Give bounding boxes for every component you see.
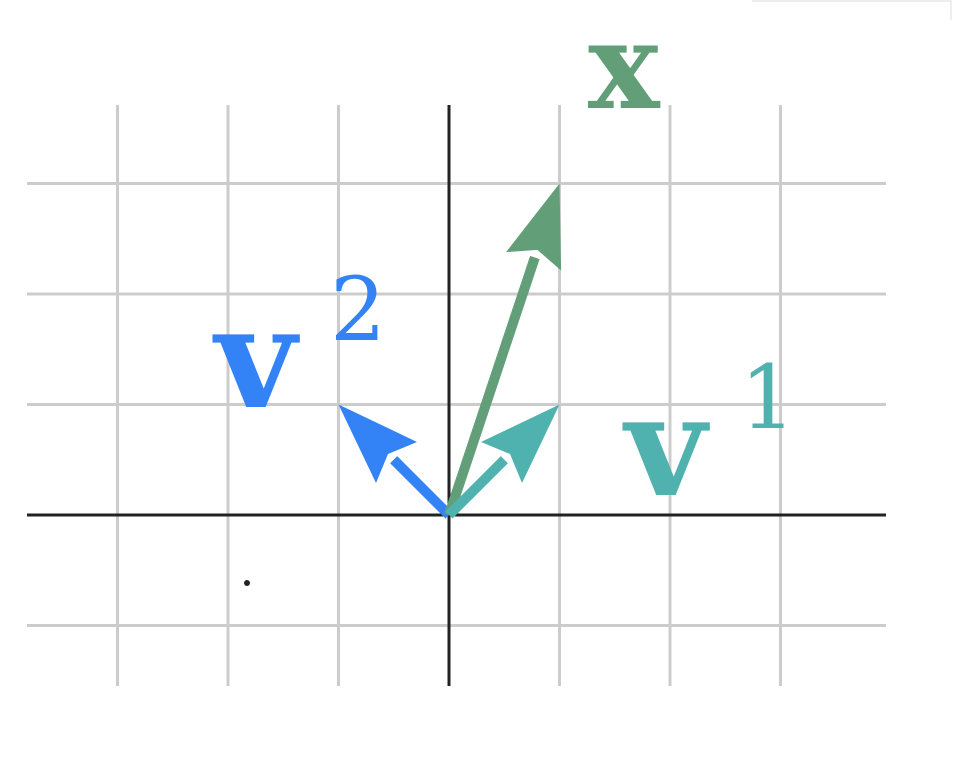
vector-v2-shaft	[390, 456, 453, 519]
corner-frame	[752, 0, 952, 20]
vector-label-v1-main: v	[622, 365, 710, 529]
vector-v1-arrowhead	[481, 404, 560, 483]
vector-label-v2: v	[212, 277, 300, 441]
vector-x-shaft	[444, 255, 540, 517]
vector-label-v2-main: v	[212, 277, 300, 441]
vector-v1-shaft	[445, 456, 508, 519]
stray-dot	[244, 580, 250, 586]
vector-label-v1-superscript: 1	[740, 346, 796, 449]
vector-v1	[445, 404, 560, 519]
vector-label-x: x	[588, 0, 661, 137]
vector-v2	[338, 404, 453, 519]
vector-x	[444, 183, 562, 517]
axes	[27, 105, 886, 686]
vector-label-v1: v	[622, 365, 710, 529]
vector-x-arrowhead	[506, 183, 562, 271]
vectors	[338, 183, 562, 519]
vector-label-v2-superscript: 2	[330, 258, 386, 361]
vector-v2-arrowhead	[338, 404, 417, 483]
grid	[27, 105, 886, 686]
